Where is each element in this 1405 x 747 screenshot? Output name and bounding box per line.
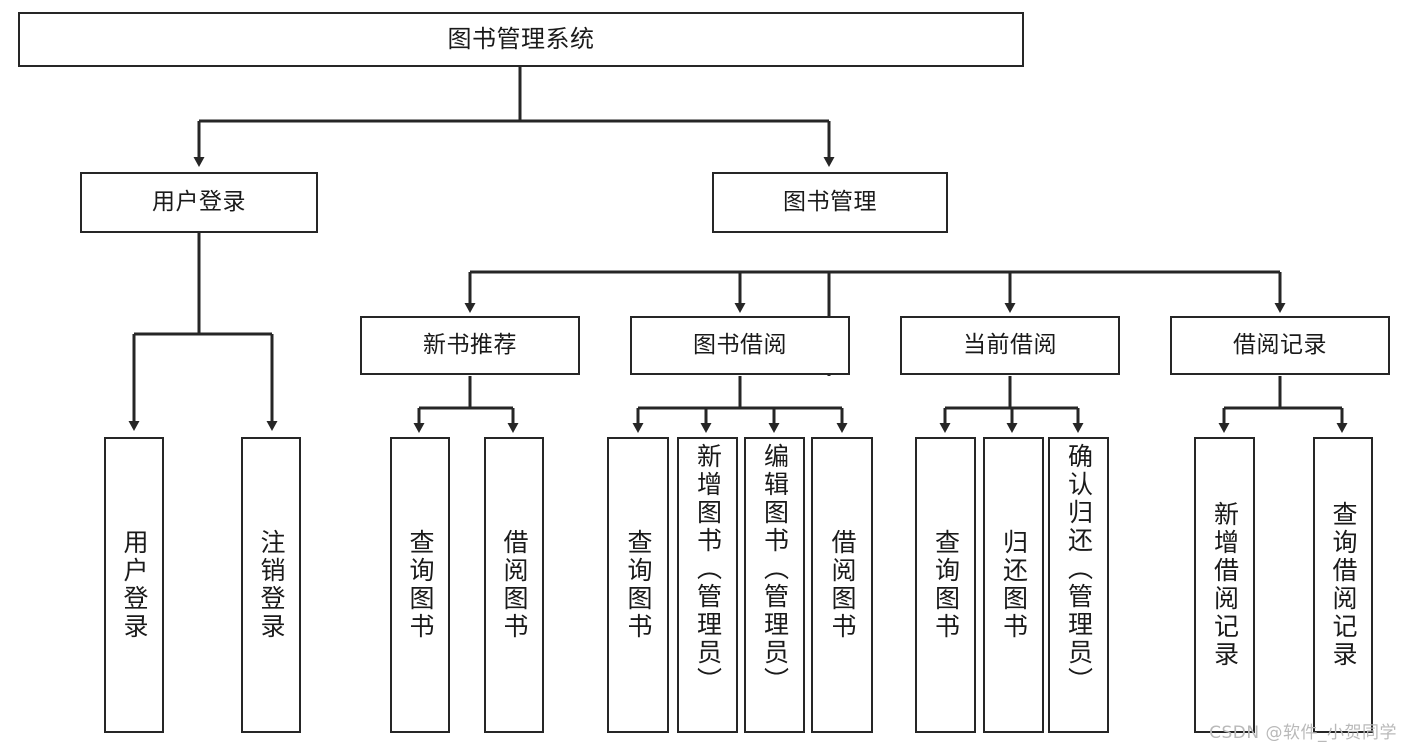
node-leaf-query-borrow-record[interactable]: 查询借阅记录 <box>1313 437 1373 733</box>
node-leaf-borrow-book-2[interactable]: 借阅图书 <box>811 437 873 733</box>
node-root-system[interactable]: 图书管理系统 <box>18 12 1024 67</box>
node-leaf-logout-login[interactable]: 注销登录 <box>241 437 301 733</box>
node-leaf-confirm-return-admin[interactable]: 确认归还（管理员） <box>1048 437 1109 733</box>
node-leaf-query-book-1[interactable]: 查询图书 <box>390 437 450 733</box>
node-book-manage[interactable]: 图书管理 <box>712 172 948 233</box>
node-leaf-user-login[interactable]: 用户登录 <box>104 437 164 733</box>
node-leaf-add-borrow-record[interactable]: 新增借阅记录 <box>1194 437 1255 733</box>
node-leaf-return-book[interactable]: 归还图书 <box>983 437 1044 733</box>
node-leaf-edit-book-admin[interactable]: 编辑图书（管理员） <box>744 437 805 733</box>
node-leaf-query-book-2[interactable]: 查询图书 <box>607 437 669 733</box>
node-user-login[interactable]: 用户登录 <box>80 172 318 233</box>
node-leaf-query-book-3[interactable]: 查询图书 <box>915 437 976 733</box>
node-leaf-add-book-admin[interactable]: 新增图书（管理员） <box>677 437 738 733</box>
node-leaf-borrow-book-1[interactable]: 借阅图书 <box>484 437 544 733</box>
node-book-borrow[interactable]: 图书借阅 <box>630 316 850 375</box>
node-new-book-recommend[interactable]: 新书推荐 <box>360 316 580 375</box>
csdn-watermark: CSDN @软件_小贺同学 <box>1209 723 1397 743</box>
node-current-borrow[interactable]: 当前借阅 <box>900 316 1120 375</box>
node-borrow-record[interactable]: 借阅记录 <box>1170 316 1390 375</box>
